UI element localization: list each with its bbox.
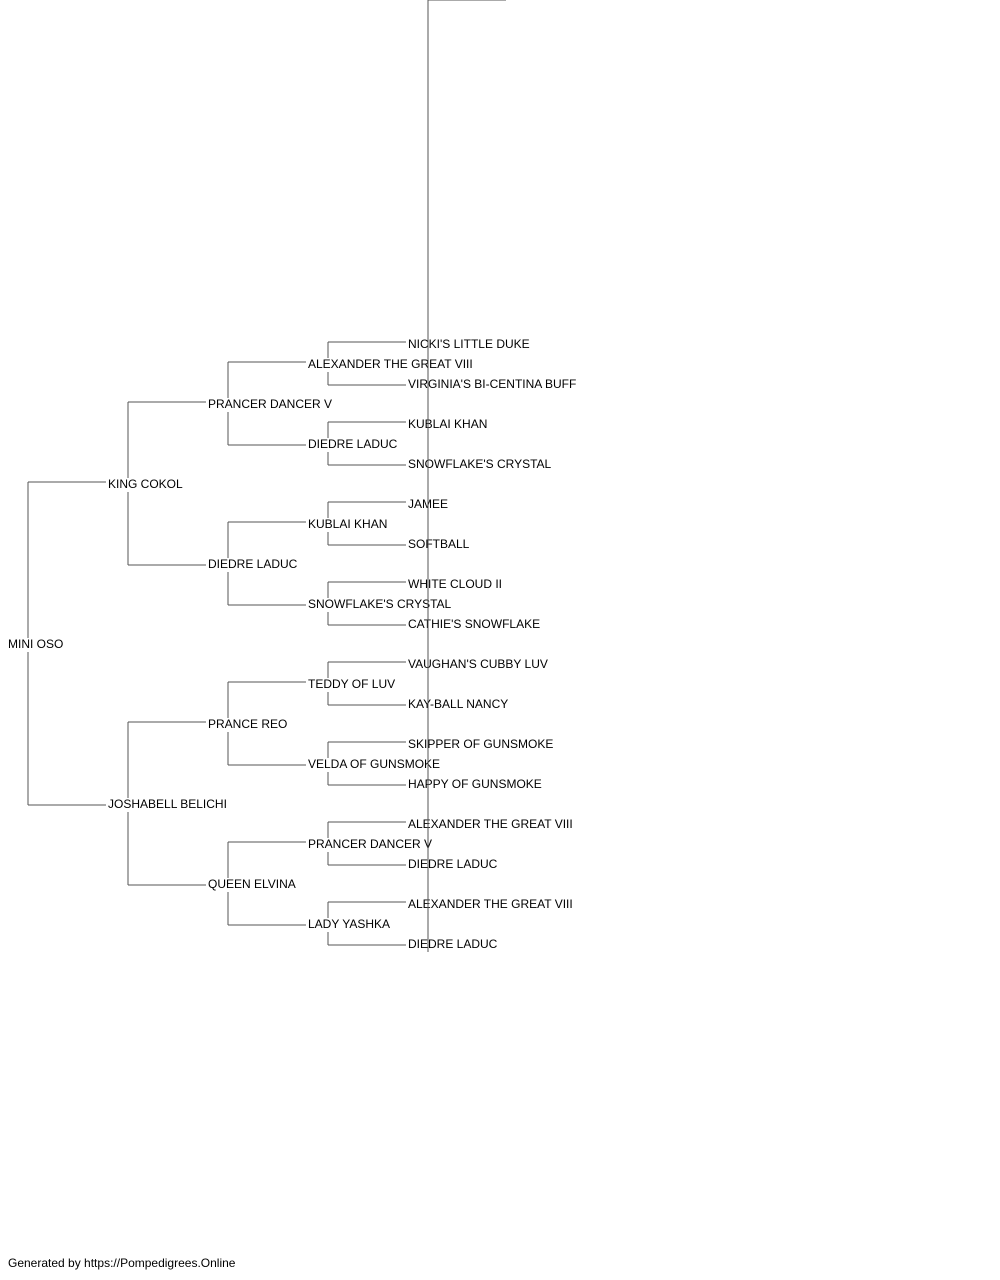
pedigree-name: WHITE CLOUD II: [408, 577, 502, 591]
pedigree-name: ROUSE'S DANDY BOY: [508, 0, 635, 3]
pedigree-name: SNOWFLAKE'S CRYSTAL: [508, 0, 652, 3]
pedigree-name: TEDDY OF LUV: [308, 677, 395, 691]
pedigree-name: NICKI'S LITTLE DUKE: [508, 0, 630, 3]
pedigree-name: NICKI'S LITTLE DUKE: [408, 337, 530, 351]
pedigree-name: ALEXANDER THE GREAT VIII: [408, 817, 573, 831]
pedigree-name: MINI OSO: [8, 637, 63, 651]
pedigree-name: HAPPY OF GUNSMOKE: [408, 777, 542, 791]
pedigree-name: SNOWFLAKE'S CRYSTAL: [408, 457, 552, 471]
pedigree-name: LADY YASHKA: [308, 917, 390, 931]
pedigree-name: SNOWFLAKE'S CRYSTAL: [508, 0, 652, 3]
pedigree-name: SNOWFLAKE'S CRYSTAL: [308, 597, 452, 611]
pedigree-name: NICKI'S LITTLE DUKE: [508, 0, 630, 3]
pedigree-name: FRITZ OF GUNSMOKE: [508, 0, 635, 3]
pedigree-name: ROUSE'S TAMMY LOU: [508, 0, 634, 3]
pedigree-name: PRANCE REO: [208, 717, 287, 731]
pedigree-name: CATHIE'S SNOWFLAKE: [408, 617, 540, 631]
pedigree-name: SKIPPER OF GUNSMOKE: [408, 737, 553, 751]
pedigree-name: ALEXANDER THE GREAT VIII: [408, 897, 573, 911]
pedigree-name: DIEDRE LADUC: [308, 437, 398, 451]
pedigree-name: FLUFFY OF GUNSMOKE II: [508, 0, 656, 3]
pedigree-name: CATHIE'S SNOWFLAKE: [508, 0, 640, 3]
pedigree-name: VELDA OF GUNSMOKE: [308, 757, 440, 771]
pedigree-name: PRANCER DANCER V: [208, 397, 332, 411]
pedigree-name: DIEDRE LADUC: [408, 857, 498, 871]
pedigree-name: QUEEN ELVINA: [208, 877, 296, 891]
pedigree-name: VIRGINIA'S BI-CENTINA BUFF: [408, 377, 576, 391]
pedigree-name: PRANCER DANCER V: [308, 837, 432, 851]
pedigree-name: KUBLAI KHAN: [408, 417, 487, 431]
pedigree-name: ALEXANDER THE GREAT VIII: [308, 357, 473, 371]
pedigree-name: KAN-DO HAPPY DREAMER: [508, 0, 662, 3]
pedigree-name: VAUGHAN'S CUBBY LUV: [408, 657, 548, 671]
pedigree-name: SOFTBALL: [408, 537, 470, 551]
pedigree-name: WHITE CLOUD II: [508, 0, 602, 3]
pedigree-name: DIEDRE LADUC: [208, 557, 298, 571]
pedigree-name: KUBLAI KHAN: [308, 517, 387, 531]
pedigree-name: KING COKOL: [108, 477, 183, 491]
footer-credit: Generated by https://Pompedigrees.Online: [8, 1256, 236, 1270]
pedigree-name: KUBLAI KHAN: [508, 0, 587, 3]
pedigree-name: KAY-BALL NANCY: [408, 697, 508, 711]
pedigree-name: DIEDRE LADUC: [408, 937, 498, 951]
pedigree-name: SOFTBALL: [508, 0, 570, 3]
pedigree-name: WEE BALL OF FLUFF: [508, 0, 628, 3]
pedigree-name: KUBLAI KHAN: [508, 0, 587, 3]
pedigree-name: JOSHABELL BELICHI: [108, 797, 227, 811]
pedigree-name: VIRGINIA'S BI-CENTINA BUFF: [508, 0, 676, 3]
pedigree-name: JAMEE: [508, 0, 548, 3]
pedigree-name: VIRGINIA'S BI-CENTINA BUFF: [508, 0, 676, 3]
